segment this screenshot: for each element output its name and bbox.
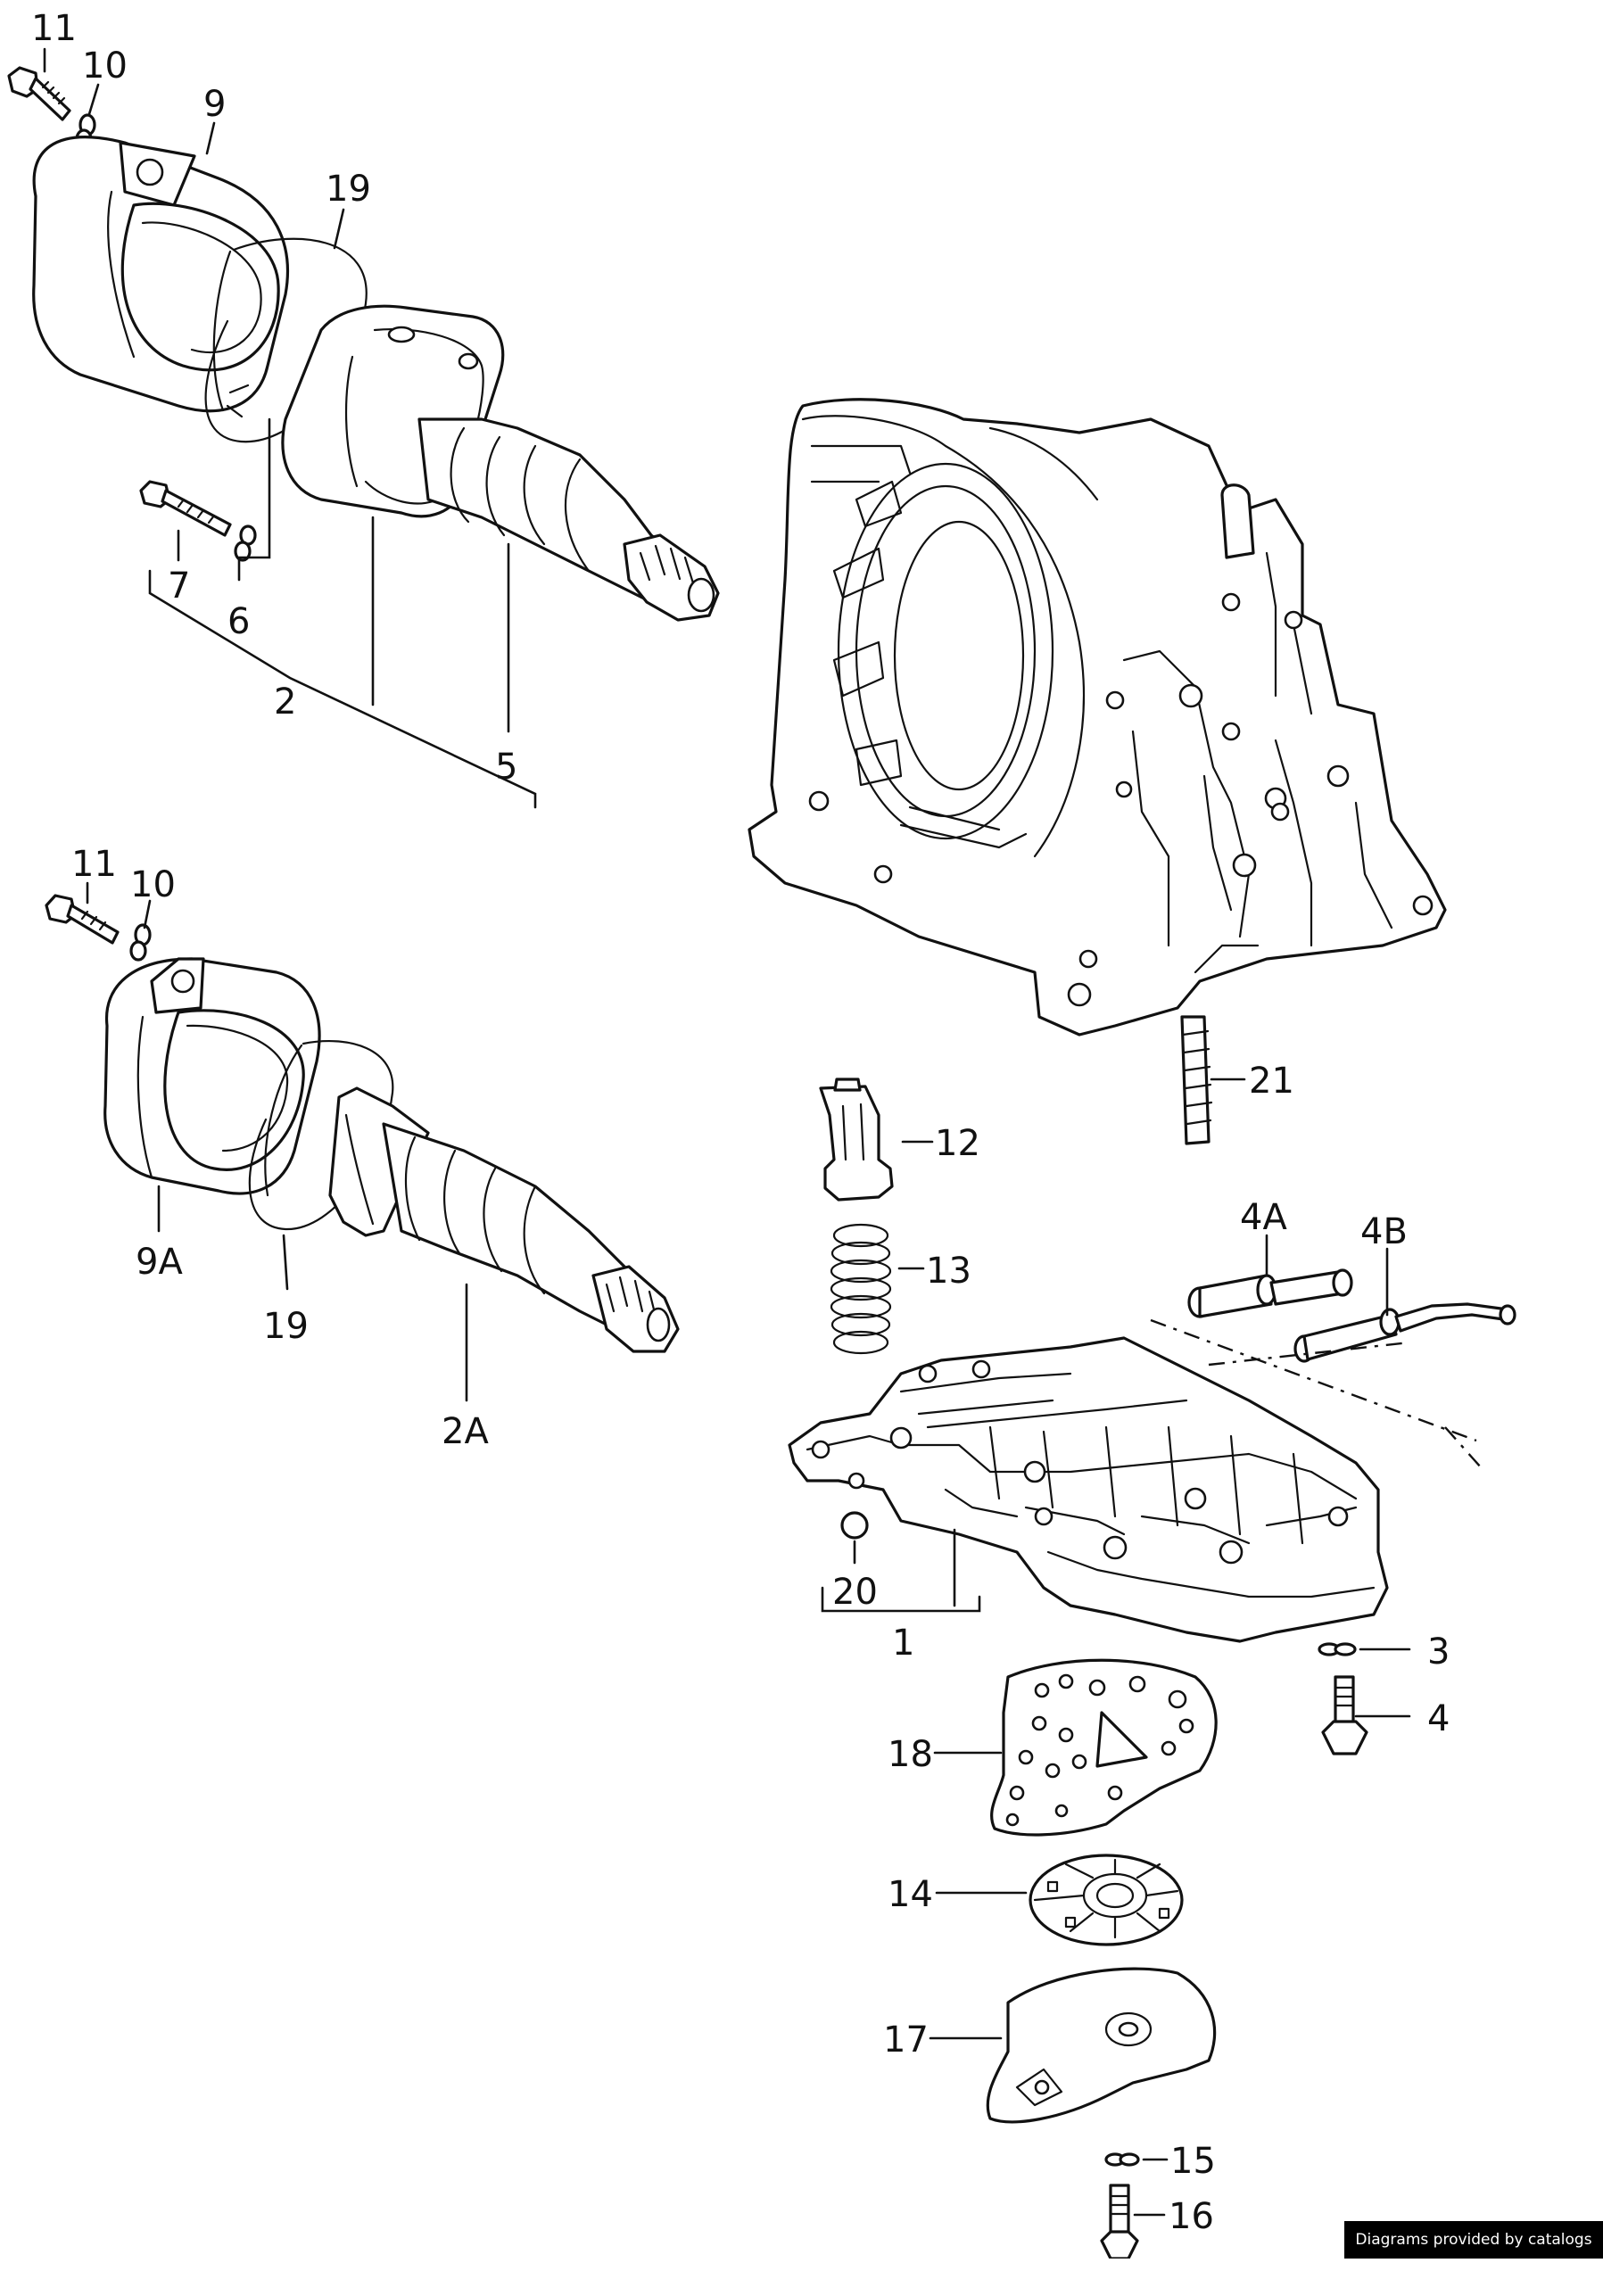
plate-part-14[interactable] — [1029, 1854, 1184, 1946]
leader-9 — [205, 121, 216, 155]
label-12: 12 — [935, 1123, 980, 1164]
gasket-part-18[interactable] — [990, 1658, 1218, 1837]
washer-part-10-mid[interactable] — [129, 923, 152, 962]
label-21: 21 — [1249, 1061, 1294, 1102]
label-2: 2 — [274, 681, 296, 723]
filter-part-12[interactable] — [819, 1078, 894, 1202]
label-4: 4 — [1427, 1698, 1450, 1739]
leader-19-mid — [282, 1234, 289, 1291]
transmission-case[interactable] — [748, 398, 1447, 1037]
valve-part-4a[interactable] — [1187, 1268, 1353, 1318]
leader-10-top — [87, 83, 100, 116]
label-9a: 9A — [136, 1242, 183, 1283]
label-7: 7 — [168, 566, 190, 607]
housing-part-9a[interactable] — [103, 957, 321, 1195]
washer-part-15[interactable] — [1104, 2152, 1140, 2167]
housing-part-9[interactable] — [32, 136, 290, 413]
label-9: 9 — [203, 84, 226, 125]
valve-body-part-1[interactable] — [788, 1336, 1389, 1643]
ball-part-20[interactable] — [840, 1511, 869, 1540]
valve-part-4b[interactable] — [1293, 1302, 1516, 1363]
flange-shaft-part-5[interactable] — [281, 304, 720, 622]
label-15: 15 — [1170, 2141, 1216, 2182]
label-11-top: 11 — [31, 8, 77, 49]
label-6: 6 — [227, 601, 250, 642]
label-4b: 4B — [1360, 1211, 1408, 1252]
credit-banner: Diagrams provided by catalogs parts — [1344, 2221, 1603, 2286]
label-11-mid: 11 — [71, 844, 117, 885]
label-5: 5 — [495, 747, 517, 788]
leader-6 — [237, 417, 271, 582]
bracket-1 — [821, 1586, 981, 1613]
label-10-top: 10 — [82, 45, 128, 87]
bolt-part-4[interactable] — [1321, 1675, 1368, 1755]
bolt-part-7[interactable] — [139, 480, 232, 537]
label-20: 20 — [832, 1572, 878, 1613]
spring-part-13[interactable] — [830, 1223, 892, 1355]
label-10-mid: 10 — [130, 864, 176, 905]
label-19-top: 19 — [326, 169, 371, 210]
label-2a: 2A — [442, 1411, 489, 1452]
label-13: 13 — [926, 1251, 971, 1292]
label-14: 14 — [888, 1874, 933, 1915]
leader-19-top — [333, 208, 345, 250]
label-4a: 4A — [1240, 1197, 1287, 1238]
bolt-part-11-mid[interactable] — [45, 894, 120, 945]
leader-10-mid — [143, 899, 152, 929]
bracket-2 — [148, 569, 537, 809]
washer-part-6[interactable] — [234, 524, 257, 562]
shaft-part-2a[interactable] — [328, 1086, 680, 1353]
label-17: 17 — [883, 2019, 929, 2061]
bolt-part-16[interactable] — [1100, 2184, 1139, 2259]
cover-part-17[interactable] — [986, 1967, 1217, 2124]
label-3: 3 — [1427, 1631, 1450, 1672]
bolt-part-11-top[interactable] — [7, 66, 71, 121]
washer-part-3[interactable] — [1318, 1642, 1357, 1656]
valve-axis-line — [1150, 1318, 1482, 1468]
label-1: 1 — [892, 1623, 914, 1664]
label-16: 16 — [1169, 2196, 1214, 2237]
strainer-part-21[interactable] — [1180, 1015, 1213, 1145]
label-18: 18 — [888, 1734, 933, 1775]
label-19-mid: 19 — [263, 1306, 309, 1347]
